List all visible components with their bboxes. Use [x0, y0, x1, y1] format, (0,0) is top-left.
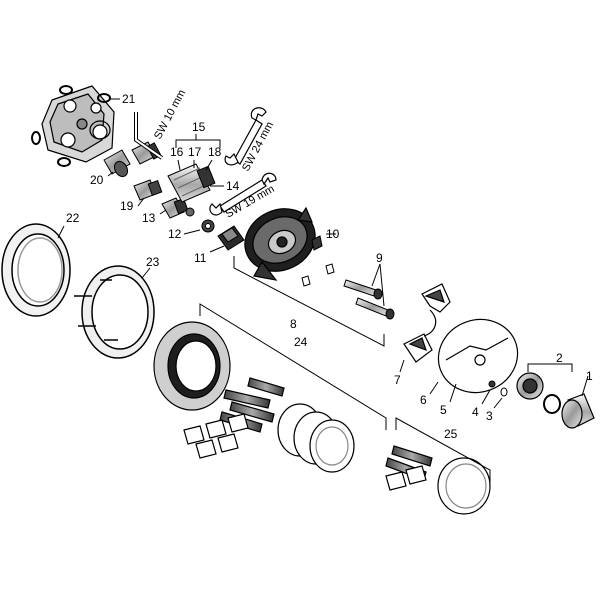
label-2: 2: [556, 351, 563, 365]
label-9: 9: [376, 251, 383, 265]
leader-12: [183, 229, 201, 235]
part-25-extension-set: [385, 445, 491, 515]
bracket-25: [395, 417, 491, 482]
part-24-extension-set: [153, 321, 355, 473]
bracket-2: [527, 363, 573, 372]
label-13: 13: [142, 211, 156, 225]
label-4: 4: [472, 405, 479, 419]
leader-20: [107, 171, 114, 177]
label-11: 11: [194, 251, 207, 265]
leader-3: [493, 397, 503, 409]
label-10: 10: [326, 227, 340, 241]
label-20: 20: [90, 173, 104, 187]
label-6: 6: [420, 393, 427, 407]
leader-19: [137, 197, 145, 207]
bracket-24: [199, 303, 387, 430]
part-23-mounting-ring: [74, 265, 155, 359]
label-1: 1: [586, 369, 593, 383]
leader-9b: [379, 263, 385, 307]
label-17: 17: [188, 145, 202, 159]
label-25: 25: [444, 427, 458, 441]
leader-23: [141, 267, 151, 279]
part-11-adapter: [217, 225, 245, 251]
part-9-long-screws: [343, 279, 395, 320]
part-20-cartridge-pair: [103, 141, 162, 178]
part-13-check-valve: [161, 197, 195, 219]
part-14-thermo-cartridge: [167, 163, 216, 203]
label-24: 24: [294, 335, 308, 349]
leader-4: [481, 389, 491, 405]
part-8-mounting-plate: [244, 206, 316, 281]
leader-5: [449, 383, 457, 403]
label-16: 16: [170, 145, 184, 159]
leader-7: [399, 359, 405, 373]
leader-13: [159, 209, 167, 215]
label-23: 23: [146, 255, 160, 269]
leader-6: [429, 381, 439, 395]
leader-1: [581, 375, 589, 397]
label-12: 12: [168, 227, 182, 241]
part-21-valve-body: [31, 85, 115, 167]
leader-11: [209, 245, 225, 253]
part-19-spindle: [133, 179, 163, 201]
label-5: 5: [440, 403, 447, 417]
part-4-screw: [488, 380, 496, 388]
part-5-escutcheon-plate: [437, 318, 519, 394]
sw10-hex-key-tool: [134, 112, 164, 160]
part-3-plug: [500, 387, 508, 397]
part-1-knob: [561, 393, 595, 429]
sw19-wrench-tool: [209, 172, 277, 216]
bracket-8: [233, 256, 385, 347]
leader-18: [205, 159, 213, 171]
part-12-ring: [201, 219, 215, 233]
leader-22: [57, 225, 65, 239]
label-7: 7: [394, 373, 401, 387]
label-22: 22: [66, 211, 80, 225]
label-14: 14: [226, 179, 240, 193]
part-2-knob-adapter: [516, 372, 561, 414]
label-15: 15: [192, 120, 206, 134]
label-3: 3: [486, 409, 493, 423]
part-10-screws: [301, 235, 335, 287]
label-18: 18: [208, 145, 222, 159]
label-19: 19: [120, 199, 134, 213]
bracket-15: [175, 139, 221, 148]
sw24-wrench-tool: [224, 107, 267, 166]
part-22-extension-ring: [1, 223, 71, 317]
leader-16: [177, 159, 181, 171]
label-sw10: SW 10 mm: [152, 88, 188, 142]
leader-9a: [371, 263, 381, 287]
part-7-bracket: [403, 283, 451, 363]
label-8: 8: [290, 317, 297, 331]
label-21: 21: [122, 92, 136, 106]
